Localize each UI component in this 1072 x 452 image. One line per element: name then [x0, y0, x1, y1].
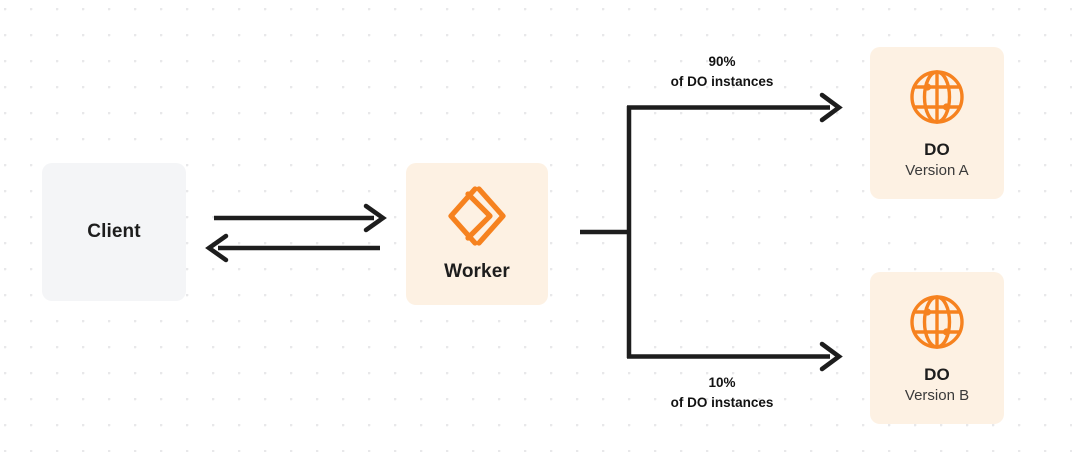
node-do-b-label: DO — [924, 364, 950, 384]
edge-label-do-b-percent: 10% — [708, 375, 736, 390]
cloudflare-workers-icon — [444, 185, 510, 247]
connector-worker-split — [580, 106, 632, 358]
globe-icon — [908, 293, 966, 351]
arrow-client-to-worker — [214, 203, 387, 233]
node-do-b-sublabel: Version B — [904, 386, 970, 404]
edge-label-do-a-text: of DO instances — [670, 73, 774, 89]
node-worker-label: Worker — [444, 261, 510, 282]
arrow-worker-to-do-b — [627, 341, 843, 372]
node-do-a-sublabel: Version A — [905, 161, 969, 179]
node-client-label: Client — [87, 221, 141, 242]
node-do-version-a: DO Version A — [870, 47, 1004, 199]
node-do-a-label: DO — [924, 139, 950, 159]
arrow-worker-to-do-a — [627, 92, 843, 123]
edge-label-do-a: 90% of DO instances — [616, 52, 828, 92]
node-worker: Worker — [406, 163, 548, 305]
edge-label-do-b: 10% of DO instances — [616, 373, 828, 413]
node-do-version-b: DO Version B — [870, 272, 1004, 424]
edge-label-do-a-percent: 90% — [708, 54, 736, 69]
edge-label-do-b-text: of DO instances — [670, 394, 774, 410]
arrow-worker-to-client — [205, 233, 380, 263]
globe-icon — [908, 68, 966, 126]
node-client: Client — [42, 163, 186, 301]
